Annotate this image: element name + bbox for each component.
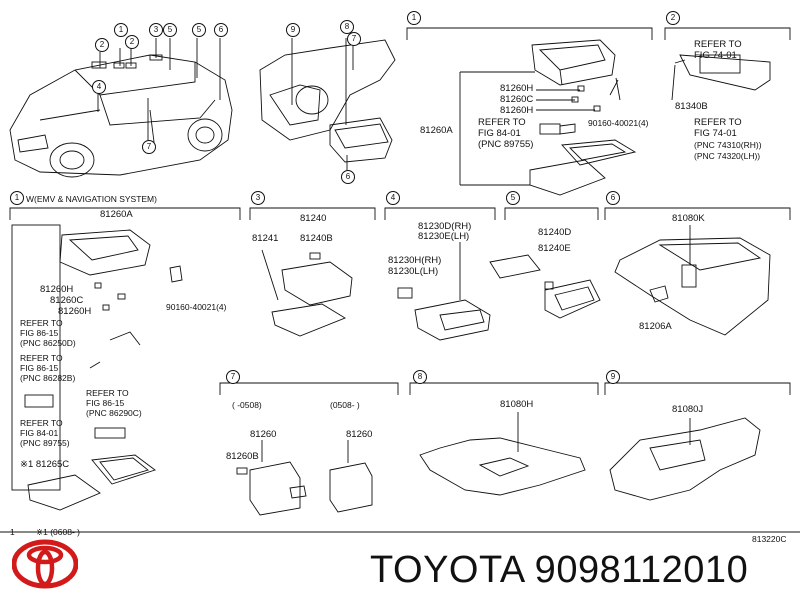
section-1b-parts <box>11 224 183 511</box>
callout-5: 5 <box>192 23 206 37</box>
label-pnc-89755-d: (PNC 89755) <box>20 438 70 448</box>
cabin-illustration <box>259 38 396 170</box>
callout-9: 9 <box>606 370 620 384</box>
section-2-visor <box>664 27 791 101</box>
section-3-parts <box>261 249 353 337</box>
brand-part-number: TOYOTA 9098112010 <box>370 549 749 591</box>
callout-1: 1 <box>10 191 24 205</box>
section-5-parts <box>489 254 601 319</box>
callout-4: 4 <box>386 191 400 205</box>
label-81340B: 81340B <box>675 101 708 112</box>
label-81260-a: 81260 <box>250 429 277 440</box>
callout-1: 1 <box>114 23 128 37</box>
label-range-before: ( -0508) <box>232 400 262 410</box>
label-pnc-86250D: (PNC 86250D) <box>20 338 76 348</box>
label-81265C: ※1 81265C <box>20 459 70 470</box>
label-81260A-b: 81260A <box>100 209 133 220</box>
section-9-parts <box>609 417 761 501</box>
label-refer-c: REFER TO <box>86 388 129 398</box>
label-pnc-86282B: (PNC 86282B) <box>20 373 76 383</box>
label-fig-2: FIG 74-01 <box>694 50 737 61</box>
label-81260H-top: 81260H <box>500 83 534 94</box>
label-range-after: (0508- ) <box>330 400 360 410</box>
label-81230E: 81230E(LH) <box>418 231 470 242</box>
label-81240B: 81240B <box>300 233 333 244</box>
label-refer-to: REFER TO <box>478 117 526 128</box>
callout-7: 7 <box>142 140 156 154</box>
label-fig86-b: FIG 86-15 <box>20 363 59 373</box>
callout-2: 2 <box>666 11 680 25</box>
section-8-parts <box>419 412 586 496</box>
label-81260H-b1: 81260H <box>40 284 74 295</box>
label-81260H-b2: 81260H <box>58 306 92 317</box>
footer-note: ※1 (0608- ) <box>36 527 80 537</box>
callout-3: 3 <box>149 23 163 37</box>
label-81230L: 81230L(LH) <box>388 266 439 277</box>
callout-4: 4 <box>92 80 106 94</box>
label-81240E: 81240E <box>538 243 571 254</box>
footer-code: 813220C <box>752 534 787 544</box>
callout-1: 1 <box>407 11 421 25</box>
section-4-parts <box>397 242 491 341</box>
callout-2: 2 <box>125 35 139 49</box>
label-81260C-b: 81260C <box>50 295 84 306</box>
label-81241: 81241 <box>252 233 279 244</box>
callout-7: 7 <box>226 370 240 384</box>
callout-2: 2 <box>95 38 109 52</box>
section-6-parts <box>614 225 771 336</box>
label-fig84-d: FIG 84-01 <box>20 428 59 438</box>
label-81240: 81240 <box>300 213 327 224</box>
callout-5: 5 <box>163 23 177 37</box>
vehicle-illustration <box>9 38 233 178</box>
label-81260C-top: 81260C <box>500 94 534 105</box>
callout-5: 5 <box>506 191 520 205</box>
label-refer-to-2: REFER TO <box>694 39 742 50</box>
label-refer-b: REFER TO <box>20 353 63 363</box>
label-refer-d: REFER TO <box>20 418 63 428</box>
label-90160-40021-b: 90160-40021(4) <box>166 302 227 312</box>
label-81260H-bottom: 81260H <box>500 105 534 116</box>
label-pnc: (PNC 89755) <box>478 139 534 150</box>
callout-8: 8 <box>413 370 427 384</box>
callout-7: 7 <box>347 32 361 46</box>
label-fig-2b: FIG 74-01 <box>694 128 737 139</box>
label-81260B: 81260B <box>226 451 259 462</box>
label-81260A: 81260A <box>420 125 453 136</box>
label-pnc-86290C: (PNC 86290C) <box>86 408 142 418</box>
label-81080K: 81080K <box>672 213 705 224</box>
label-81080J: 81080J <box>672 404 704 415</box>
label-fig86-c: FIG 86-15 <box>86 398 125 408</box>
label-pnc-lh: (PNC 74320(LH)) <box>694 151 761 161</box>
footer-index: 1 <box>10 527 15 537</box>
callout-6: 6 <box>214 23 228 37</box>
label-fig: FIG 84-01 <box>478 128 521 139</box>
section-1b-title: W(EMV & NAVIGATION SYSTEM) <box>26 194 157 204</box>
label-81260-b: 81260 <box>346 429 373 440</box>
label-81240D: 81240D <box>538 227 572 238</box>
label-refer-a: REFER TO <box>20 318 63 328</box>
label-90160-40021: 90160-40021(4) <box>588 118 649 128</box>
label-pnc-rh: (PNC 74310(RH)) <box>694 140 762 150</box>
label-81206A: 81206A <box>639 321 672 332</box>
toyota-logo <box>12 539 78 589</box>
label-81230D: 81230D(RH) <box>418 221 472 232</box>
callout-6: 6 <box>606 191 620 205</box>
label-refer-to-2b: REFER TO <box>694 117 742 128</box>
callout-9: 9 <box>286 23 300 37</box>
callout-3: 3 <box>251 191 265 205</box>
section-1-overview <box>406 27 653 196</box>
label-81080H: 81080H <box>500 399 534 410</box>
label-81230H: 81230H(RH) <box>388 255 442 266</box>
callout-8: 8 <box>340 20 354 34</box>
callout-6: 6 <box>341 170 355 184</box>
section-7-parts <box>236 440 373 516</box>
label-fig86-a: FIG 86-15 <box>20 328 59 338</box>
